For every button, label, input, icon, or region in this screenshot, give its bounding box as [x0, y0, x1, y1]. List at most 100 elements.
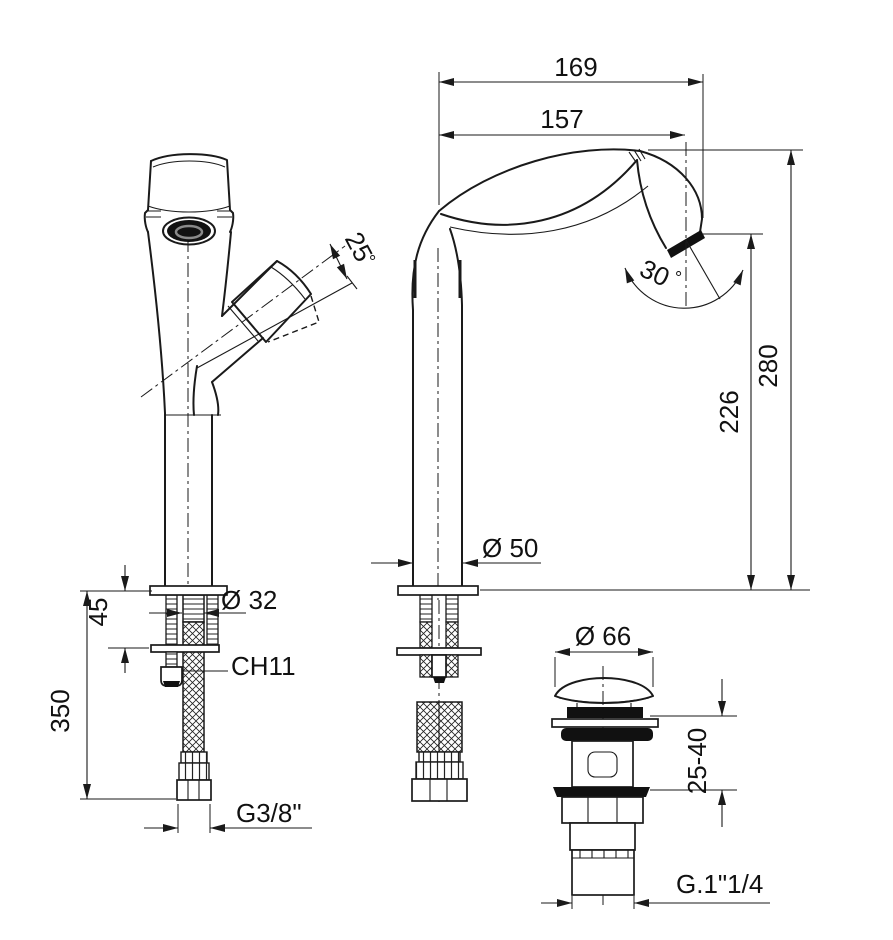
- drain-thread-ticks: [572, 850, 634, 859]
- handle-knob: [231, 260, 312, 343]
- side-hose-nut-facets: [429, 779, 448, 801]
- front-shoulder-lines: [146, 210, 232, 218]
- handle-base-lines: [227, 301, 263, 342]
- side-clamp-plate: [396, 647, 482, 656]
- ch11-label: CH11: [231, 651, 296, 681]
- side-deck-flange: [397, 585, 479, 596]
- side-base: [396, 585, 482, 802]
- side-stud-left-thread: [419, 594, 433, 623]
- side-spout-inner-curve: [449, 185, 649, 235]
- side-spout-top-curve: [438, 148, 641, 212]
- front-cap-rim: [152, 160, 226, 168]
- dim-25-ref-line: [196, 282, 353, 369]
- dim-32-label: Ø 32: [221, 585, 277, 615]
- drain-body: [571, 740, 634, 788]
- handle-cone-lower: [211, 337, 264, 383]
- handle-boss-right: [211, 381, 220, 416]
- dim-25-arrow-line: [329, 243, 348, 280]
- handle-axis-centerline: [140, 245, 346, 398]
- front-body-left-edge: [147, 231, 166, 587]
- dim-25-tick: [346, 275, 358, 290]
- side-hose-right-lower: [445, 654, 459, 678]
- front-aerator: [162, 216, 216, 246]
- dim-157-label: 157: [540, 104, 583, 134]
- front-stud-nut-cap: [163, 681, 180, 687]
- side-stud-left-braid: [419, 621, 433, 649]
- front-body-right-edge: [221, 231, 232, 317]
- side-head-inner-edge: [636, 159, 667, 249]
- drain-overflow-window: [587, 751, 618, 778]
- dim-280-label: 280: [753, 344, 783, 387]
- dim-169-label: 169: [554, 52, 597, 82]
- drain-lower-gasket: [553, 787, 650, 797]
- front-spout-cap-right: [150, 153, 235, 233]
- front-stud-left: [165, 594, 178, 646]
- front-hose-upper: [182, 621, 205, 753]
- faucet-side-view: [396, 148, 705, 802]
- dim-ch11: CH11: [183, 651, 296, 681]
- g38-label: G3/8": [236, 798, 302, 828]
- dim-2540-label: 25-40: [682, 728, 712, 795]
- side-hose-ferrule: [418, 751, 461, 763]
- front-stud-left-lower: [165, 651, 178, 668]
- side-stud-right-braid: [445, 621, 459, 649]
- dim-25-degree-symbol: °: [369, 252, 376, 272]
- dim-169: 169: [438, 52, 704, 218]
- dim-66-ext-lines: [554, 657, 654, 687]
- drain-threaded-pipe: [571, 849, 635, 896]
- drain-hex-nut: [561, 796, 644, 824]
- front-hose-crimp: [178, 762, 210, 781]
- drain-hex-nut-facets: [587, 797, 618, 823]
- front-clamp-plate: [150, 644, 220, 653]
- drain-cap-rim: [558, 697, 650, 704]
- dim-30-label: 30: [635, 253, 674, 292]
- handle-alt-position-dashed: [267, 295, 320, 343]
- dim-g114: G.1"1/4: [541, 869, 770, 909]
- drain-top-washer: [551, 718, 659, 728]
- side-hose-left-lower: [419, 654, 433, 678]
- dim-2540: 25-40: [650, 679, 737, 827]
- side-hose-crimp: [415, 761, 464, 780]
- dim-226: 226: [702, 233, 763, 590]
- front-shank: [182, 594, 205, 623]
- g38-ext-lines: [177, 804, 211, 833]
- drain-collar-band: [567, 707, 643, 718]
- side-stud-bolt: [431, 654, 447, 678]
- drain-rubber-gasket: [561, 728, 653, 741]
- side-hose-nut: [411, 778, 468, 802]
- dim-30-ray: [685, 239, 721, 300]
- dim-30-arc: [624, 267, 744, 309]
- front-cap-bottom: [147, 205, 231, 213]
- dim-350-label: 350: [45, 689, 75, 732]
- dim-50-label: Ø 50: [482, 533, 538, 563]
- dim-157: 157: [439, 104, 687, 308]
- front-spout-cap-left: [143, 160, 152, 233]
- dim-226-label: 226: [714, 390, 744, 433]
- dim-g38: G3/8": [144, 798, 312, 833]
- front-hose-nut: [176, 779, 212, 801]
- dim-350: 350: [45, 591, 176, 800]
- dim-66-label: Ø 66: [575, 621, 631, 651]
- drain-cap-dome: [554, 677, 654, 704]
- front-hose-nut-facets: [187, 780, 200, 800]
- side-head-outer-edge: [639, 150, 703, 233]
- g114-label: G.1"1/4: [676, 869, 763, 899]
- handle-knob-face-line: [270, 266, 306, 300]
- handle-boss-left: [192, 365, 198, 416]
- aerator-inner-ring: [174, 224, 204, 240]
- side-stud-bolt-cap: [433, 677, 446, 683]
- front-deck-flange: [149, 585, 228, 596]
- dim-dia50: Ø 50: [371, 533, 541, 567]
- pop-up-waste-drain: [551, 666, 659, 905]
- front-handle: [140, 245, 346, 416]
- side-stud-right-thread: [445, 594, 459, 623]
- side-spout-bottom-curve: [440, 159, 638, 226]
- front-base: [149, 585, 228, 801]
- dim-dia32: Ø 32: [149, 585, 277, 617]
- front-hose-ferrule: [180, 751, 208, 764]
- drain-collar-cylinder: [569, 822, 636, 851]
- dim-280: 280: [648, 149, 803, 590]
- aerator-outer-ring: [162, 216, 216, 246]
